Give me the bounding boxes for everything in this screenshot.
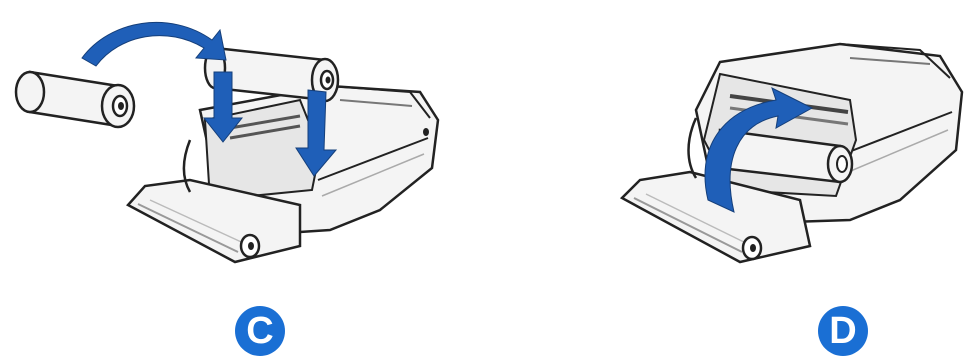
step-d-label: D [829,312,856,350]
step-c-illustration [0,0,470,300]
loose-paper-roll [16,72,134,127]
step-c-panel [0,0,470,361]
payment-terminal [128,86,438,262]
step-c-badge: C [235,306,285,356]
payment-terminal [622,44,962,262]
step-d-badge: D [818,306,868,356]
step-d-illustration [600,0,967,300]
step-d-panel [600,0,967,361]
curved-arrow-icon [82,22,226,66]
step-c-label: C [246,312,273,350]
